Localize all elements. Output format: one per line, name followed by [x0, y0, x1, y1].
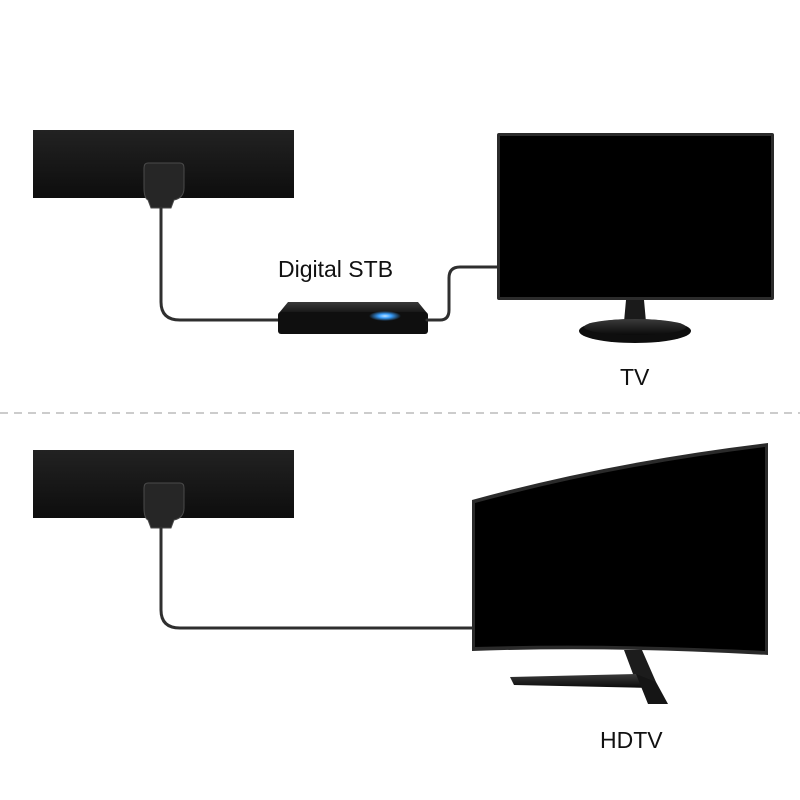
tv-label: TV: [620, 364, 650, 390]
antenna-to-stb-cable: [159, 206, 282, 322]
hdtv-label: HDTV: [600, 727, 663, 753]
tv-screen: [500, 136, 771, 297]
tv-stand-neck: [624, 300, 646, 322]
stb-label: Digital STB: [278, 256, 393, 282]
antenna-to-hdtv-cable: [159, 526, 476, 630]
stb-to-tv-cable: [425, 265, 499, 322]
top-setup: Digital STB TV: [33, 130, 774, 390]
tv-stand-base-top: [584, 319, 686, 335]
bottom-setup: HDTV: [33, 443, 768, 753]
digital-stb: [278, 302, 428, 334]
hdtv-stand-right-leg: [636, 674, 668, 704]
stb-indicator-light: [369, 311, 401, 321]
stb-top-face: [279, 302, 427, 313]
hdtv-stand-left-leg: [510, 674, 652, 688]
bottom-antenna: [33, 450, 294, 529]
hdtv-screen: [475, 447, 765, 651]
hdtv-stand-neck: [624, 650, 656, 682]
stb-body: [278, 312, 428, 334]
hdtv: [472, 443, 768, 704]
antenna-connector: [143, 482, 185, 529]
antenna-connector: [143, 162, 185, 209]
tv: [497, 133, 774, 343]
top-antenna: [33, 130, 294, 209]
